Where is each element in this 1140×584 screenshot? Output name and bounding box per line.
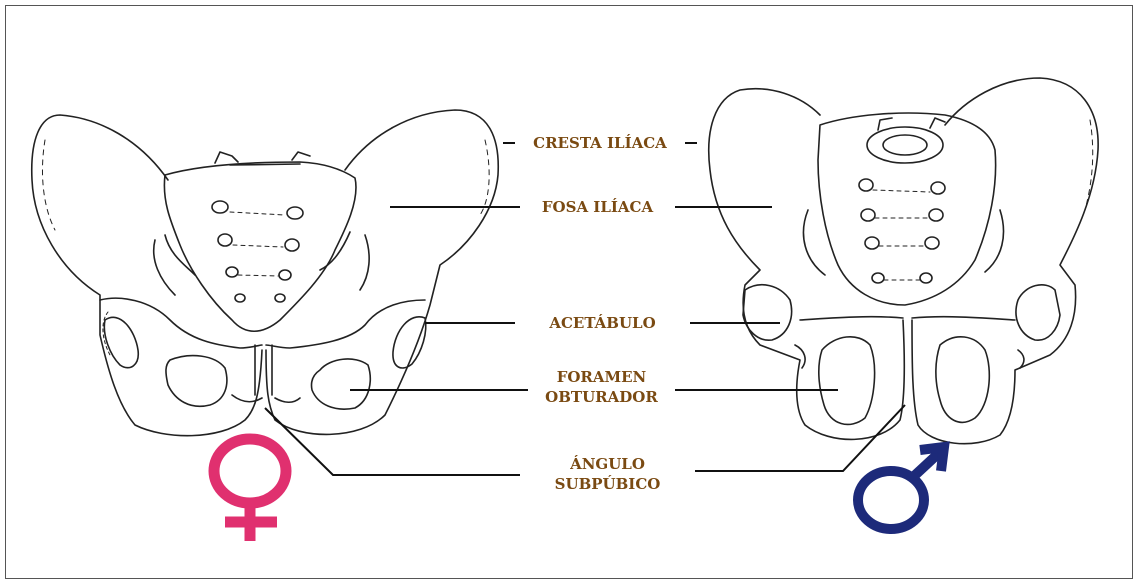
label-fosa-text: FOSA ILÍACA <box>520 197 675 217</box>
label-cresta-iliaca: CRESTA ILÍACA <box>515 133 685 153</box>
angulo-line-left <box>265 408 520 475</box>
label-foramen-obturador: FORAMEN OBTURADOR <box>528 367 675 407</box>
label-foramen-line1: FORAMEN <box>528 367 675 387</box>
male-pelvis <box>709 78 1098 444</box>
label-angulo-line1: ÁNGULO <box>520 454 695 474</box>
female-sign-icon <box>214 439 286 541</box>
label-acetabulo-text: ACETÁBULO <box>515 313 690 333</box>
female-pelvis <box>32 110 498 436</box>
leader-lines <box>265 143 905 475</box>
label-angulo-subpubico: ÁNGULO SUBPÚBICO <box>520 454 695 494</box>
label-angulo-line2: SUBPÚBICO <box>520 474 695 494</box>
male-sign-icon <box>858 447 944 529</box>
label-cresta-text: CRESTA ILÍACA <box>515 133 685 153</box>
label-acetabulo: ACETÁBULO <box>515 313 690 333</box>
label-foramen-line2: OBTURADOR <box>528 387 675 407</box>
label-fosa-iliaca: FOSA ILÍACA <box>520 197 675 217</box>
